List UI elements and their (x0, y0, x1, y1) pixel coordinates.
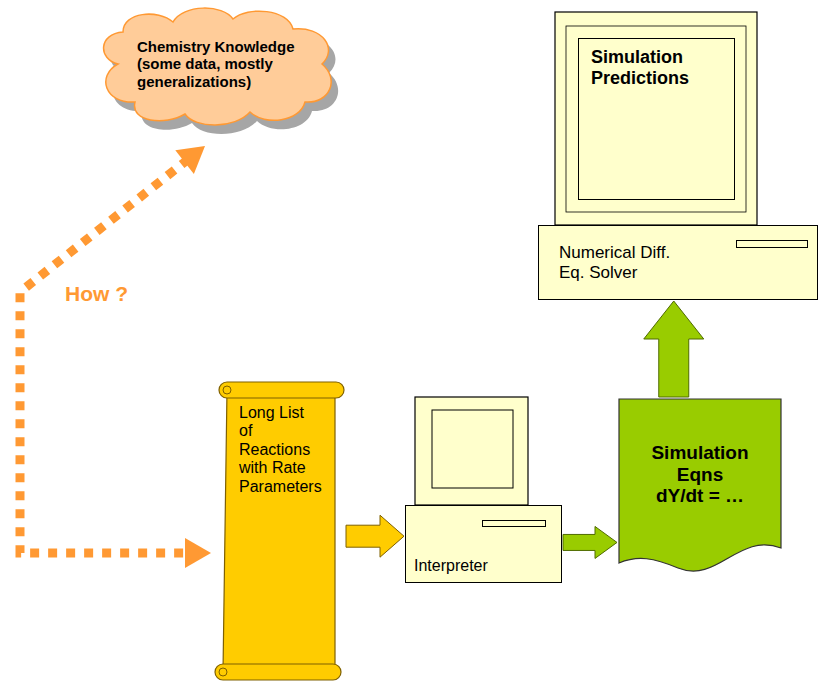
monitor-screen: Simulation Predictions (578, 38, 735, 200)
node-text: Long List of Reactions with Rate Paramet… (239, 404, 322, 496)
scroll-roll (215, 664, 341, 680)
scroll-curl (219, 668, 227, 676)
document-outline (619, 399, 781, 571)
dotted-arrow (20, 146, 211, 568)
arrow-body (563, 526, 617, 558)
node-text: Simulation Predictions (591, 47, 721, 88)
arrow-head (175, 146, 205, 174)
block-arrow (346, 515, 404, 557)
dotted-line (20, 159, 190, 553)
equations-document: Simulation EqnsdY/dt = … (618, 398, 782, 575)
monitor-screen (432, 410, 513, 488)
arrow-body (346, 515, 404, 557)
scroll-body (223, 390, 335, 672)
scroll-roll (219, 382, 344, 398)
node-text: Interpreter (414, 557, 488, 575)
knowledge-cloud: Chemistry Knowledge (some data, mostly g… (88, 4, 348, 140)
node-text: Chemistry Knowledge (some data, mostly g… (137, 38, 309, 90)
arrow-head (185, 538, 211, 568)
node-text: Simulation Eqns (638, 442, 762, 486)
drive-slot (736, 240, 808, 248)
monitor-frame (566, 26, 746, 212)
computer-base: Interpreter (405, 505, 562, 583)
monitor-bezel (415, 397, 528, 505)
computer-base: Numerical Diff. Eq. Solver (538, 225, 818, 300)
reaction-scroll: Long List of Reactions with Rate Paramet… (215, 380, 345, 682)
edge-label: How ? (62, 282, 131, 306)
cloud-outline (104, 8, 332, 125)
drive-slot (482, 520, 546, 527)
monitor-bezel (555, 12, 757, 225)
block-arrow (563, 526, 617, 558)
scroll-curl (223, 386, 231, 394)
reaction-scroll-shape (215, 380, 345, 682)
node-text: Numerical Diff. Eq. Solver (559, 243, 677, 282)
node-text: dY/dt = … (656, 485, 744, 507)
block-arrow (644, 301, 704, 397)
arrow-body (644, 301, 704, 397)
